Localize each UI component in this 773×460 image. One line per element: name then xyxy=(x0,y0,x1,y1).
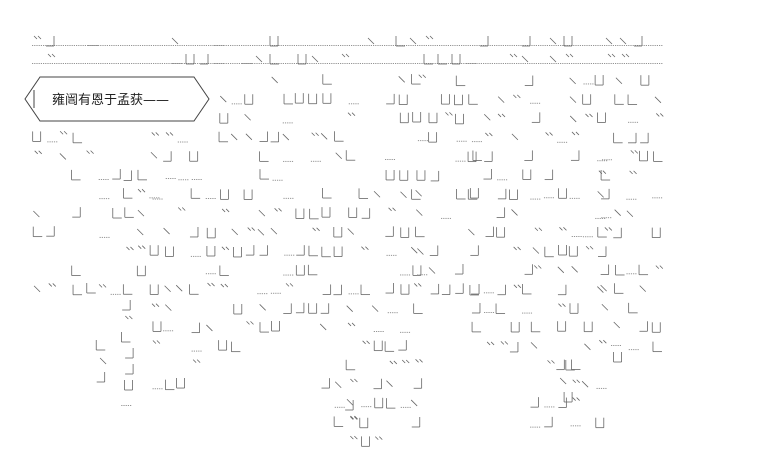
ascii-art-strokes xyxy=(32,35,664,447)
speech-box-frame xyxy=(24,76,210,122)
speech-box: 雍闿有恩于孟获—— xyxy=(24,76,210,122)
speech-text: 雍闿有恩于孟获—— xyxy=(52,93,170,108)
